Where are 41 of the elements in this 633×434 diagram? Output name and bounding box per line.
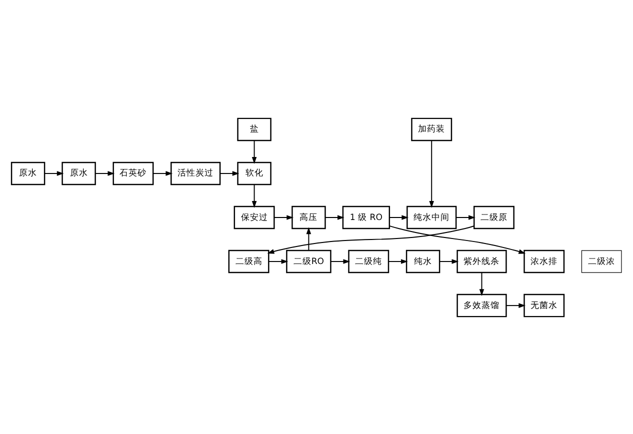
arrow (330, 258, 350, 264)
arrow (388, 258, 408, 264)
node-box: 二级RO (286, 249, 332, 273)
node-box: 二级原 (473, 205, 514, 229)
arrow (388, 214, 409, 220)
node-box: 二级高 (228, 249, 270, 273)
arrow (306, 226, 312, 250)
arrow (268, 258, 288, 264)
arrow (274, 214, 294, 220)
node-box: 纯水中间 (406, 205, 457, 229)
node-box: 浓水排 (524, 249, 565, 273)
node-box: 多效蒸馏 (456, 293, 507, 317)
arrow (267, 224, 475, 254)
node-box: 软化 (237, 161, 272, 185)
arrow (44, 170, 64, 176)
node-box: 二级浓 (581, 250, 622, 272)
node-box: 纯水 (406, 249, 440, 273)
node-box: 原水 (62, 161, 96, 185)
arrow (439, 258, 459, 264)
arrow (152, 170, 173, 176)
node-box: 紫外线杀 (456, 249, 507, 273)
node-box: 盐 (237, 117, 272, 141)
node-box: 保安过 (234, 205, 275, 229)
node-box: 原水 (10, 161, 46, 185)
arrow (324, 214, 344, 220)
arrow (429, 140, 434, 208)
arrow (252, 140, 257, 164)
arrow (388, 224, 526, 254)
node-box: 无菌水 (524, 293, 565, 317)
node-box: 高压 (292, 205, 326, 229)
arrow (456, 214, 476, 220)
arrow (94, 170, 115, 176)
node-box: 加药装 (411, 117, 452, 141)
arrow (252, 184, 257, 208)
node-box: 石英砂 (112, 161, 154, 185)
node-box: 活性炭过 (170, 161, 221, 185)
arrow (220, 170, 240, 176)
arrow (506, 302, 526, 308)
arrow (479, 272, 484, 296)
node-box: 二级纯 (348, 249, 390, 273)
node-box: 1 级 RO (342, 205, 390, 229)
